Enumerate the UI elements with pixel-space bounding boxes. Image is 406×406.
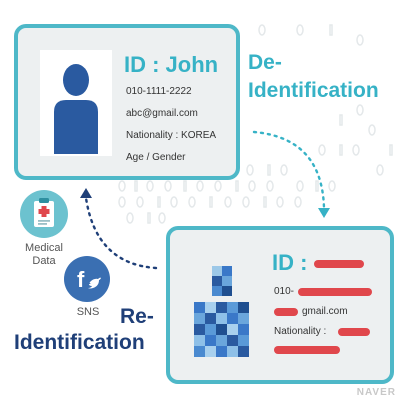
redacted-email-user <box>274 308 298 316</box>
age-gender: Age / Gender <box>126 152 186 163</box>
id-label: ID : <box>272 250 308 275</box>
medical-clipboard-icon <box>34 198 54 227</box>
naver-watermark: NAVER <box>356 387 396 398</box>
profile-photo <box>40 50 112 156</box>
person-silhouette-icon <box>54 64 98 154</box>
re-identification-heading-line1: Re- <box>120 305 154 328</box>
de-identification-heading-line1: De- <box>248 51 282 74</box>
facebook-icon: f <box>77 267 85 292</box>
redacted-nationality <box>338 328 370 336</box>
medical-caption-line1: Medical <box>25 242 63 254</box>
redacted-age-gender <box>274 346 340 354</box>
medical-data-caption: Medical Data <box>8 242 80 268</box>
nationality-label: Nationality : <box>274 326 327 337</box>
medical-caption-line2: Data <box>32 255 56 267</box>
deidentified-id-card: ID : 010- gmail.com Nationality : <box>166 226 394 384</box>
id-name-label: ID : John <box>124 52 219 77</box>
medical-data-circle <box>20 190 68 238</box>
sns-caption: SNS <box>76 306 100 318</box>
phone-prefix: 010- <box>274 286 295 297</box>
pixelated-person-icon <box>194 266 249 357</box>
de-identification-heading-line2: Identification <box>248 79 379 102</box>
re-identification-heading-line2: Identification <box>14 331 145 354</box>
sns-social-icons: f <box>77 267 101 292</box>
nationality: Nationality : KOREA <box>126 130 217 141</box>
redacted-phone <box>298 288 372 296</box>
email-address: abc@gmail.com <box>126 108 198 119</box>
phone-number: 010-1111-2222 <box>126 86 192 97</box>
twitter-bird-icon <box>88 277 101 289</box>
sns-circle: f <box>64 256 110 302</box>
redacted-id <box>314 260 364 268</box>
email-domain: gmail.com <box>302 306 348 317</box>
identified-id-card: ID : John 010-1111-2222 abc@gmail.com Na… <box>14 24 240 180</box>
